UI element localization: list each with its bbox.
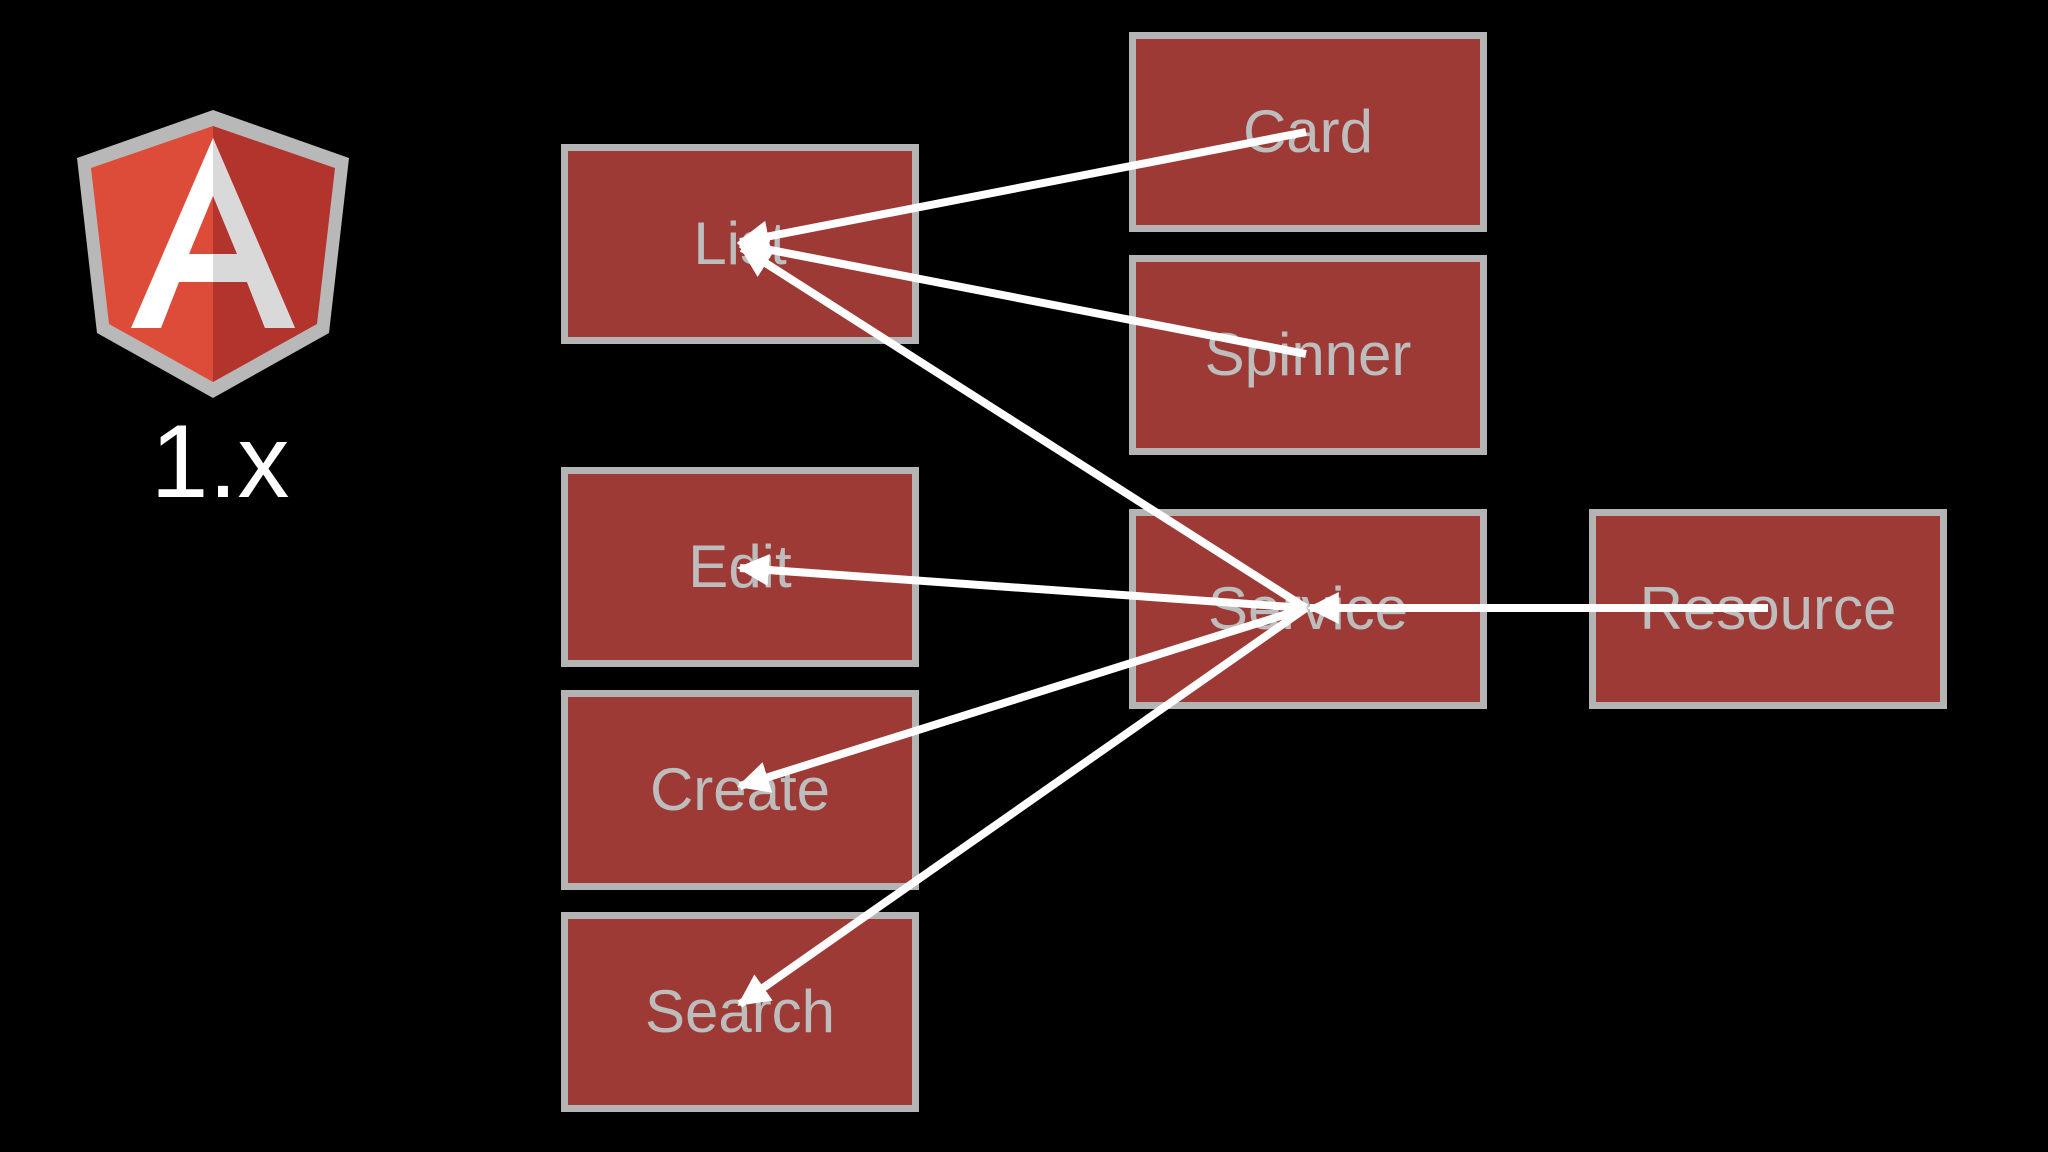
logo-letter-a-hole xyxy=(189,196,213,254)
search-component-box: Search xyxy=(561,912,919,1112)
resource-box: Resource xyxy=(1589,509,1947,709)
list-label: List xyxy=(693,210,787,277)
logo-shield-right xyxy=(213,126,335,382)
angular-logo-icon xyxy=(77,110,349,398)
logo-shield-left xyxy=(91,126,213,382)
search-label: Search xyxy=(644,978,836,1045)
spinner-component-box: Spinner xyxy=(1129,255,1487,455)
logo-letter-a-right-shade xyxy=(213,138,295,328)
resource-label: Resource xyxy=(1639,575,1897,642)
edit-label: Edit xyxy=(688,533,792,600)
create-label: Create xyxy=(649,756,831,823)
version-label: 1.x xyxy=(150,404,290,520)
service-box: Service xyxy=(1129,509,1487,709)
spinner-label: Spinner xyxy=(1204,321,1412,388)
logo-letter-a-hole-right xyxy=(213,196,237,254)
card-label: Card xyxy=(1242,98,1374,165)
list-component-box: List xyxy=(561,144,919,344)
card-component-box: Card xyxy=(1129,32,1487,232)
create-component-box: Create xyxy=(561,690,919,890)
service-label: Service xyxy=(1207,575,1409,642)
edit-component-box: Edit xyxy=(561,467,919,667)
